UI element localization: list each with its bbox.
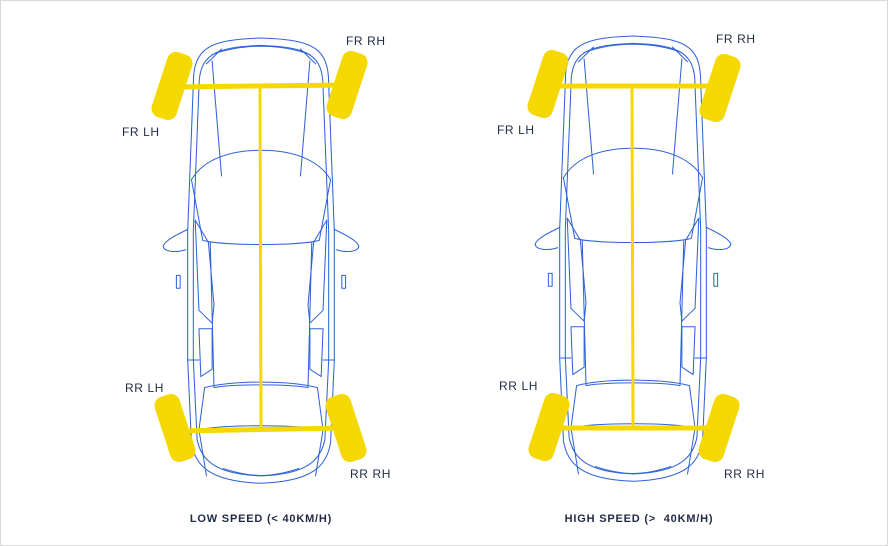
high-speed-axles [546, 83, 720, 431]
low-speed-axles [171, 82, 347, 434]
wheel-fr-lh [151, 51, 193, 121]
label-rr-rh: RR RH [724, 467, 765, 481]
wheel-fr-lh [527, 49, 569, 119]
wheel-rr-rh [325, 393, 367, 463]
low-speed-wheels [151, 50, 368, 463]
wheel-rr-rh [698, 393, 740, 463]
label-rr-lh: RR LH [125, 381, 164, 395]
label-fr-rh: FR RH [716, 32, 756, 46]
wheel-rr-lh [154, 393, 196, 463]
label-rr-rh: RR RH [350, 467, 391, 481]
wheel-fr-rh [326, 50, 368, 120]
wheel-rr-lh [528, 392, 570, 462]
label-fr-lh: FR LH [497, 123, 535, 137]
caption-low-speed: LOW SPEED (< 40KM/H) [190, 513, 332, 525]
label-fr-rh: FR RH [346, 34, 386, 48]
wheel-fr-rh [699, 53, 741, 123]
caption-high-speed: HIGH SPEED (> 40KM/H) [565, 513, 714, 525]
label-fr-lh: FR LH [122, 125, 160, 139]
label-rr-lh: RR LH [499, 379, 538, 393]
high-speed-wheels [527, 49, 741, 463]
